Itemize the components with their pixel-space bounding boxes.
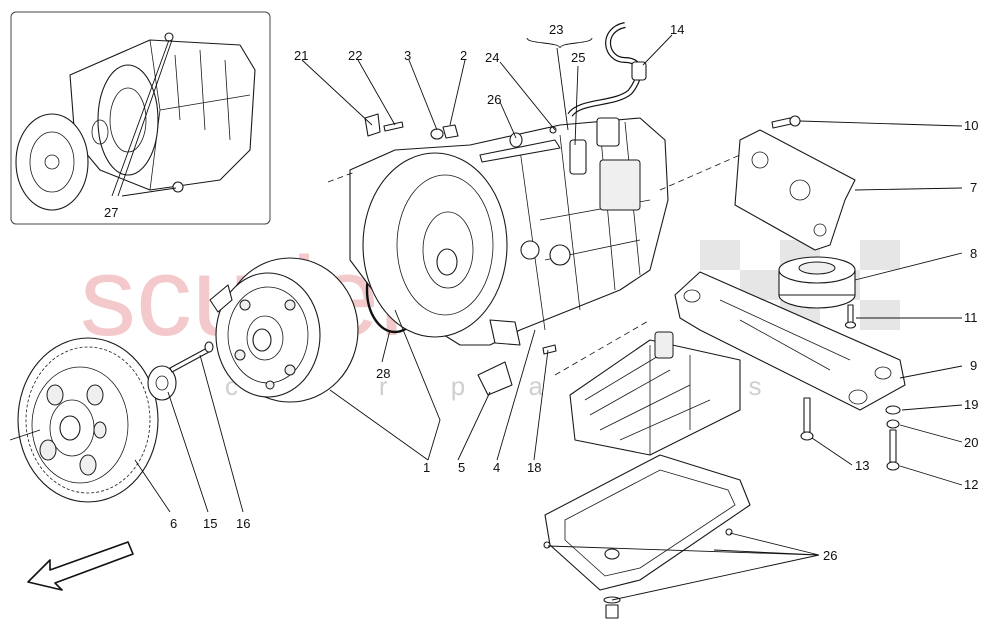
callout-28: 28 [376, 366, 390, 381]
callout-16: 16 [236, 516, 250, 531]
rubber-mount-part [778, 256, 856, 309]
callout-15: 15 [203, 516, 217, 531]
gearbox-housing-part [349, 117, 669, 346]
callout-12: 12 [964, 477, 978, 492]
crossmember-bolts-group [800, 304, 901, 471]
callout-19: 19 [964, 397, 978, 412]
callout-26-bottom: 26 [823, 548, 837, 563]
callout-21: 21 [294, 48, 308, 63]
axis-centre-line [327, 154, 741, 376]
callout-8: 8 [970, 246, 977, 261]
inset-assembled-view [10, 11, 271, 225]
callout-27: 27 [104, 205, 118, 220]
callout-labels: 1 2 3 4 5 6 7 8 9 10 11 12 13 14 15 16 1… [104, 22, 978, 563]
centre-bolt-part [169, 341, 214, 373]
top-fasteners-group [364, 113, 557, 148]
flywheel-part [9, 337, 159, 503]
callout-7: 7 [970, 180, 977, 195]
wiring-harness-part [567, 22, 647, 175]
callout-11: 11 [964, 310, 978, 325]
callout-9: 9 [970, 358, 977, 373]
callout-2: 2 [460, 48, 467, 63]
leader-lines [134, 34, 963, 601]
callout-14: 14 [670, 22, 684, 37]
callout-22: 22 [348, 48, 362, 63]
callout-4: 4 [493, 460, 500, 475]
callout-26-top: 26 [487, 92, 501, 107]
callout-23: 23 [549, 22, 563, 37]
torque-converter-part [209, 257, 359, 403]
callout-10: 10 [964, 118, 978, 133]
callout-13: 13 [855, 458, 869, 473]
callout-5: 5 [458, 460, 465, 475]
crossmember-part [674, 271, 906, 411]
callout-1: 1 [423, 460, 430, 475]
callout-18: 18 [527, 460, 541, 475]
callout-6: 6 [170, 516, 177, 531]
callout-24: 24 [485, 50, 499, 65]
front-direction-arrow-icon [27, 541, 134, 591]
callout-25: 25 [571, 50, 585, 65]
callout-20: 20 [964, 435, 978, 450]
cover-pad-part [477, 361, 513, 396]
housing-bolt-part [542, 344, 557, 355]
oil-pan-part [543, 454, 751, 619]
mount-bracket-part [734, 115, 856, 251]
callout-3: 3 [404, 48, 411, 63]
valve-body-part [569, 331, 741, 456]
flex-plate-part [147, 365, 177, 401]
